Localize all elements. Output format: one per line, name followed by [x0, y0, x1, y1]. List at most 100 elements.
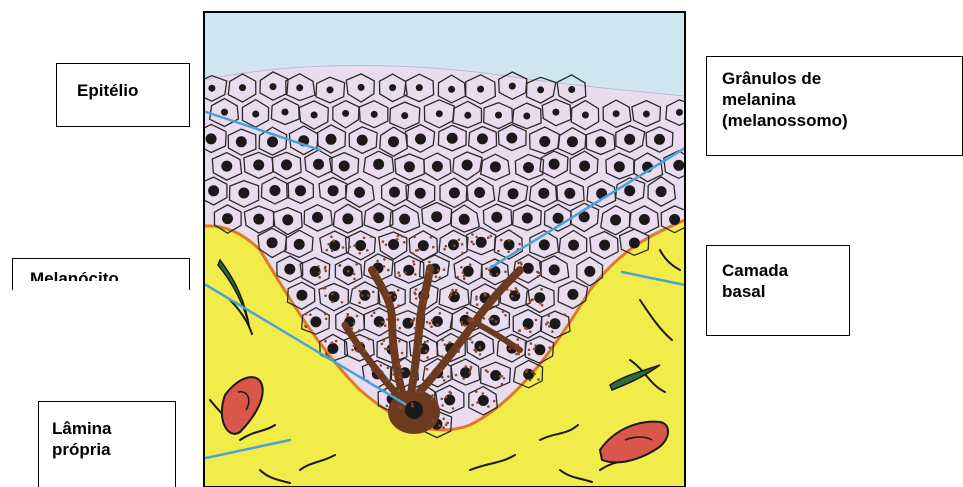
melanin-granule	[387, 366, 390, 369]
melanin-granule	[333, 239, 336, 242]
cell-nucleus	[329, 291, 340, 302]
melanin-granule	[461, 243, 464, 246]
melanin-granule	[453, 244, 456, 247]
cell-nucleus	[329, 240, 340, 251]
cell-nucleus	[522, 213, 533, 224]
melanin-granule	[447, 375, 450, 378]
melanin-granule	[483, 293, 486, 296]
melanin-granule	[411, 405, 414, 408]
cell-nucleus	[567, 136, 578, 147]
melanin-granule	[341, 301, 344, 304]
melanin-granule	[426, 321, 429, 324]
melanin-granule	[412, 377, 415, 380]
melanin-granule	[426, 340, 429, 343]
cell-nucleus	[579, 161, 590, 172]
melanin-granule	[354, 286, 357, 289]
cell-nucleus	[553, 213, 564, 224]
cell-nucleus	[418, 240, 429, 251]
melanin-granule	[401, 235, 404, 238]
cell-nucleus	[643, 111, 650, 118]
melanin-granule	[371, 368, 374, 371]
cell-nucleus	[539, 239, 550, 250]
cell-nucleus	[339, 161, 350, 172]
cell-nucleus	[477, 86, 484, 93]
melanin-granule	[398, 327, 401, 330]
melanin-granule	[533, 373, 536, 376]
melanin-granule	[376, 271, 379, 274]
melanin-granule	[317, 265, 320, 268]
cell-nucleus	[614, 161, 625, 172]
melanin-granule	[361, 342, 364, 345]
melanin-granule	[442, 418, 445, 421]
melanin-granule	[355, 263, 358, 266]
melanin-granule	[499, 375, 502, 378]
melanin-granule	[364, 350, 367, 353]
melanin-granule	[358, 301, 361, 304]
melanin-granule	[506, 288, 509, 291]
melanin-granule	[462, 252, 465, 255]
cell-nucleus	[595, 136, 606, 147]
cell-nucleus	[552, 109, 559, 116]
label-lamina-propria: Lâmina própria	[52, 418, 112, 460]
melanin-granule	[356, 349, 359, 352]
melanin-granule	[485, 267, 488, 270]
melanin-granule	[518, 243, 521, 246]
melanin-granule	[381, 343, 384, 346]
cell-nucleus	[327, 343, 338, 354]
cell-nucleus	[357, 135, 368, 146]
melanin-granule	[353, 273, 356, 276]
cell-nucleus	[401, 112, 408, 119]
cell-nucleus	[284, 264, 295, 275]
cell-nucleus	[403, 318, 414, 329]
melanin-granule	[500, 239, 503, 242]
melanin-granule	[442, 426, 445, 429]
cell-nucleus	[613, 110, 620, 117]
melanin-granule	[305, 313, 308, 316]
melanin-granule	[489, 273, 492, 276]
melanin-granule	[402, 370, 405, 373]
melanin-granule	[425, 350, 428, 353]
cell-nucleus	[415, 134, 426, 145]
cell-nucleus	[294, 239, 305, 250]
melanin-granule	[326, 249, 329, 252]
label-camada-basal: Camada basal	[722, 260, 788, 302]
melanin-granule	[471, 233, 474, 236]
melanin-granule	[465, 365, 468, 368]
melanin-granule	[510, 290, 513, 293]
melanin-granule	[455, 289, 458, 292]
melanin-granule	[386, 318, 389, 321]
melanocyte-nucleus	[405, 401, 423, 419]
melanin-granule	[451, 289, 454, 292]
cell-nucleus	[355, 240, 366, 251]
melanin-granule	[548, 347, 551, 350]
cell-nucleus	[327, 86, 334, 93]
cell-nucleus	[296, 290, 307, 301]
melanin-granule	[327, 243, 330, 246]
melanin-granule	[351, 349, 354, 352]
melanin-granule	[381, 371, 384, 374]
melanin-granule	[342, 246, 345, 249]
cell-nucleus	[464, 112, 471, 119]
cell-nucleus	[221, 161, 232, 172]
melanin-granule	[437, 369, 440, 372]
melanin-granule	[429, 322, 432, 325]
melanin-granule	[387, 348, 390, 351]
melanin-granule	[353, 278, 356, 281]
melanin-granule	[475, 295, 478, 298]
melanin-granule	[431, 319, 434, 322]
melanin-granule	[379, 325, 382, 328]
melanin-granule	[331, 293, 334, 296]
cell-nucleus	[508, 188, 519, 199]
melanin-granule	[517, 292, 520, 295]
melanin-granule	[497, 250, 500, 253]
melanin-granule	[358, 252, 361, 255]
melanin-granule	[445, 245, 448, 248]
melanin-granule	[441, 355, 444, 358]
melanin-granule	[520, 263, 523, 266]
melanin-granule	[540, 288, 543, 291]
melanin-granule	[441, 376, 444, 379]
cell-nucleus	[222, 213, 233, 224]
melanin-granule	[449, 341, 452, 344]
melanin-granule	[415, 390, 418, 393]
melanin-granule	[347, 270, 350, 273]
